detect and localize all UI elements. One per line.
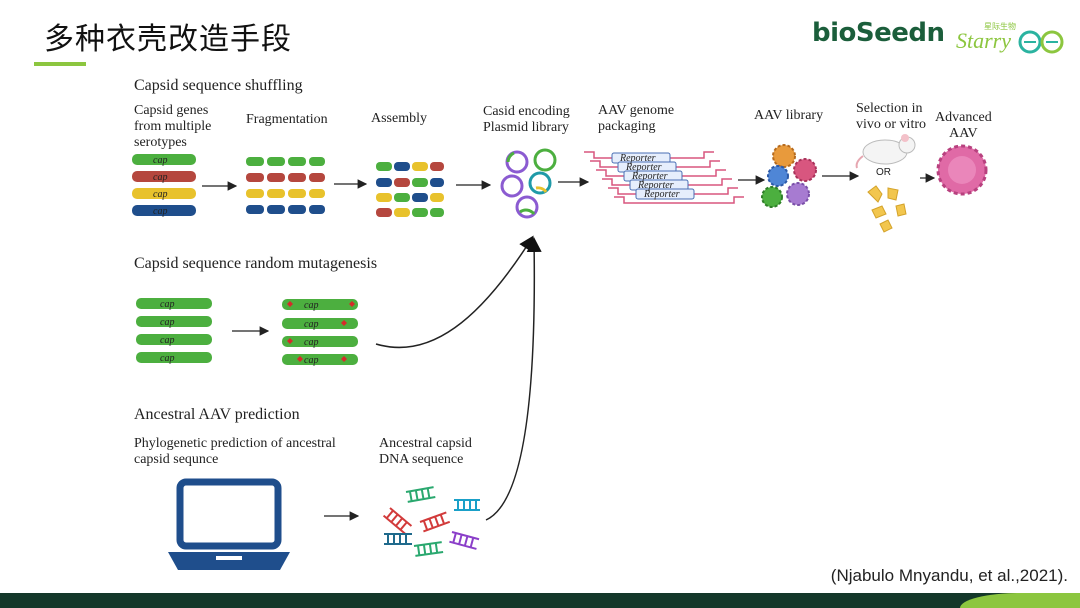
reporter-label: Reporter xyxy=(637,180,674,191)
label-fragmentation: Fragmentation xyxy=(246,112,328,127)
cap-label: cap xyxy=(153,155,167,166)
cap-label: cap xyxy=(160,353,174,364)
fragment-bars xyxy=(246,157,325,214)
laptop-icon xyxy=(168,478,290,570)
plasmid-library xyxy=(500,148,557,219)
label-selection: Selection in vivo or vitro xyxy=(856,101,926,132)
advanced-aav-icon xyxy=(936,144,988,196)
mouse-icon xyxy=(855,134,916,169)
reporter-label: Reporter xyxy=(625,162,662,173)
cap-label: cap xyxy=(304,355,318,366)
or-label: OR xyxy=(876,167,891,178)
aav-library-icon xyxy=(761,144,817,208)
section-shuffling: Capsid sequence shuffling xyxy=(134,77,303,94)
label-genome-packaging: AAV genome packaging xyxy=(598,103,675,134)
cap-label: cap xyxy=(160,335,174,346)
reporter-label: Reporter xyxy=(643,189,680,200)
label-capsid-genes: Capsid genes from multiple serotypes xyxy=(134,103,212,150)
label-phylogenetic: Phylogenetic prediction of ancestral cap… xyxy=(134,436,336,467)
starry-logo-cn: 星际生物 xyxy=(984,21,1016,31)
label-aav-library: AAV library xyxy=(754,108,824,123)
label-ancestral-dna: Ancestral capsid DNA sequence xyxy=(379,436,472,467)
dna-fragments-icon xyxy=(382,486,480,557)
cap-label: cap xyxy=(153,206,167,217)
cells-icon xyxy=(867,185,907,233)
label-assembly: Assembly xyxy=(371,111,427,126)
cap-label: cap xyxy=(160,317,174,328)
mutant-bars: cap cap cap cap xyxy=(282,299,358,366)
starry-logo-text: Starry xyxy=(956,28,1011,53)
footer-accent xyxy=(960,593,1080,608)
curved-arrow-ancestral xyxy=(485,237,542,521)
cap-label: cap xyxy=(304,337,318,348)
assembled-bars xyxy=(376,162,444,217)
reporter-label: Reporter xyxy=(619,153,656,164)
starry-logo: Starry 星际生物 xyxy=(956,21,1064,54)
label-plasmid-library: Casid encoding Plasmid library xyxy=(483,104,570,135)
section-random-mutagenesis: Capsid sequence random mutagenesis xyxy=(134,255,378,272)
serotype-bars: cap cap cap cap xyxy=(132,154,196,217)
citation: (Njabulo Mnyandu, et al.,2021). xyxy=(830,566,1068,585)
cap-label: cap xyxy=(153,172,167,183)
curved-arrow-mutagenesis xyxy=(375,235,534,349)
reporter-label: Reporter xyxy=(631,171,668,182)
title-underline xyxy=(34,62,86,66)
cap-label: cap xyxy=(304,300,318,311)
slide-title: 多种衣壳改造手段 xyxy=(44,22,292,57)
bioseedin-logo: bioSeedn xyxy=(812,18,945,48)
cap-label: cap xyxy=(160,299,174,310)
cap-label: cap xyxy=(153,189,167,200)
wildtype-bars: cap cap cap cap xyxy=(136,298,212,364)
footer-bar xyxy=(0,593,1080,608)
reporter-constructs: Reporter Reporter Reporter Reporter Repo… xyxy=(584,151,744,204)
section-ancestral: Ancestral AAV prediction xyxy=(134,406,300,423)
cap-label: cap xyxy=(304,319,318,330)
label-advanced-aav: Advanced AAV xyxy=(935,110,992,141)
